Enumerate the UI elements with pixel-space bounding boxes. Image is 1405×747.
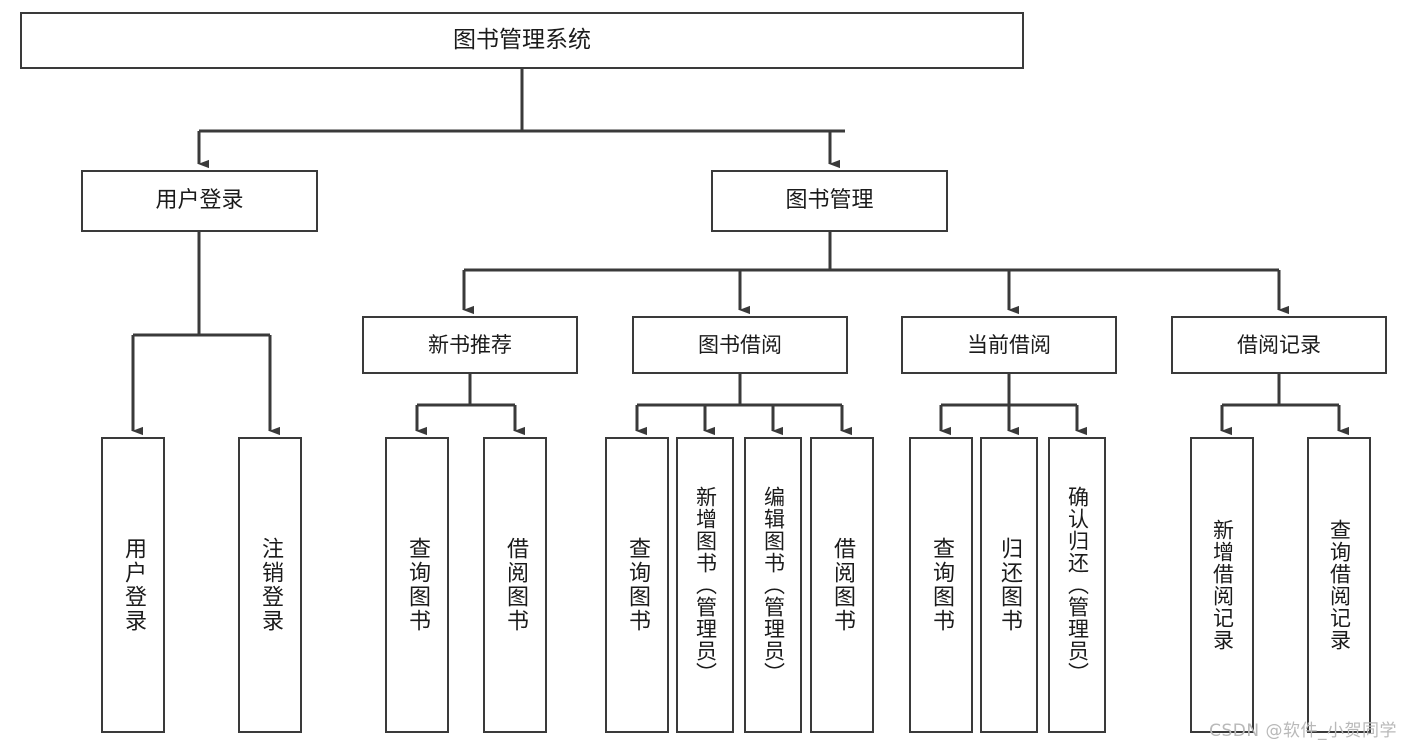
csdn-watermark: CSDN @软件_小贺同学 [1209, 721, 1397, 741]
node-leaf-return-book[interactable]: 归还图书 [980, 437, 1038, 733]
node-borrow-record[interactable]: 借阅记录 [1171, 316, 1387, 374]
node-leaf-confirm-return-label: 确认归还（管理员） [1065, 486, 1090, 684]
node-leaf-edit-book-label: 编辑图书（管理员） [761, 486, 786, 684]
node-leaf-user-logout[interactable]: 注销登录 [238, 437, 302, 733]
node-leaf-query-record-label: 查询借阅记录 [1327, 519, 1352, 651]
node-leaf-borrow-book-2[interactable]: 借阅图书 [810, 437, 874, 733]
node-borrow-record-label: 借阅记录 [1237, 332, 1321, 357]
node-leaf-user-logout-label: 注销登录 [258, 537, 283, 633]
node-leaf-add-book[interactable]: 新增图书（管理员） [676, 437, 734, 733]
node-current-borrow[interactable]: 当前借阅 [901, 316, 1117, 374]
node-root-system[interactable]: 图书管理系统 [20, 12, 1024, 69]
node-root-label: 图书管理系统 [453, 26, 591, 53]
node-leaf-borrow-book-1[interactable]: 借阅图书 [483, 437, 547, 733]
node-leaf-add-record-label: 新增借阅记录 [1210, 519, 1235, 651]
node-leaf-query-book-1-label: 查询图书 [405, 537, 430, 633]
node-current-borrow-label: 当前借阅 [967, 332, 1051, 357]
node-new-book-recommend-label: 新书推荐 [428, 332, 512, 357]
node-book-manage-label: 图书管理 [785, 188, 874, 214]
node-leaf-add-record[interactable]: 新增借阅记录 [1190, 437, 1254, 733]
node-leaf-user-login[interactable]: 用户登录 [101, 437, 165, 733]
node-leaf-user-login-label: 用户登录 [121, 537, 146, 633]
node-new-book-recommend[interactable]: 新书推荐 [362, 316, 578, 374]
node-user-login-label: 用户登录 [155, 188, 244, 214]
node-leaf-return-book-label: 归还图书 [997, 537, 1022, 633]
node-leaf-query-record[interactable]: 查询借阅记录 [1307, 437, 1371, 733]
node-leaf-confirm-return[interactable]: 确认归还（管理员） [1048, 437, 1106, 733]
node-leaf-borrow-book-1-label: 借阅图书 [503, 537, 528, 633]
node-book-borrow[interactable]: 图书借阅 [632, 316, 848, 374]
node-leaf-borrow-book-2-label: 借阅图书 [830, 537, 855, 633]
node-user-login[interactable]: 用户登录 [81, 170, 318, 232]
node-book-borrow-label: 图书借阅 [698, 332, 782, 357]
node-leaf-query-book-1[interactable]: 查询图书 [385, 437, 449, 733]
node-leaf-query-book-3[interactable]: 查询图书 [909, 437, 973, 733]
node-leaf-query-book-2-label: 查询图书 [625, 537, 650, 633]
node-leaf-add-book-label: 新增图书（管理员） [693, 486, 718, 684]
node-leaf-query-book-3-label: 查询图书 [929, 537, 954, 633]
node-book-manage[interactable]: 图书管理 [711, 170, 948, 232]
node-leaf-query-book-2[interactable]: 查询图书 [605, 437, 669, 733]
node-leaf-edit-book[interactable]: 编辑图书（管理员） [744, 437, 802, 733]
